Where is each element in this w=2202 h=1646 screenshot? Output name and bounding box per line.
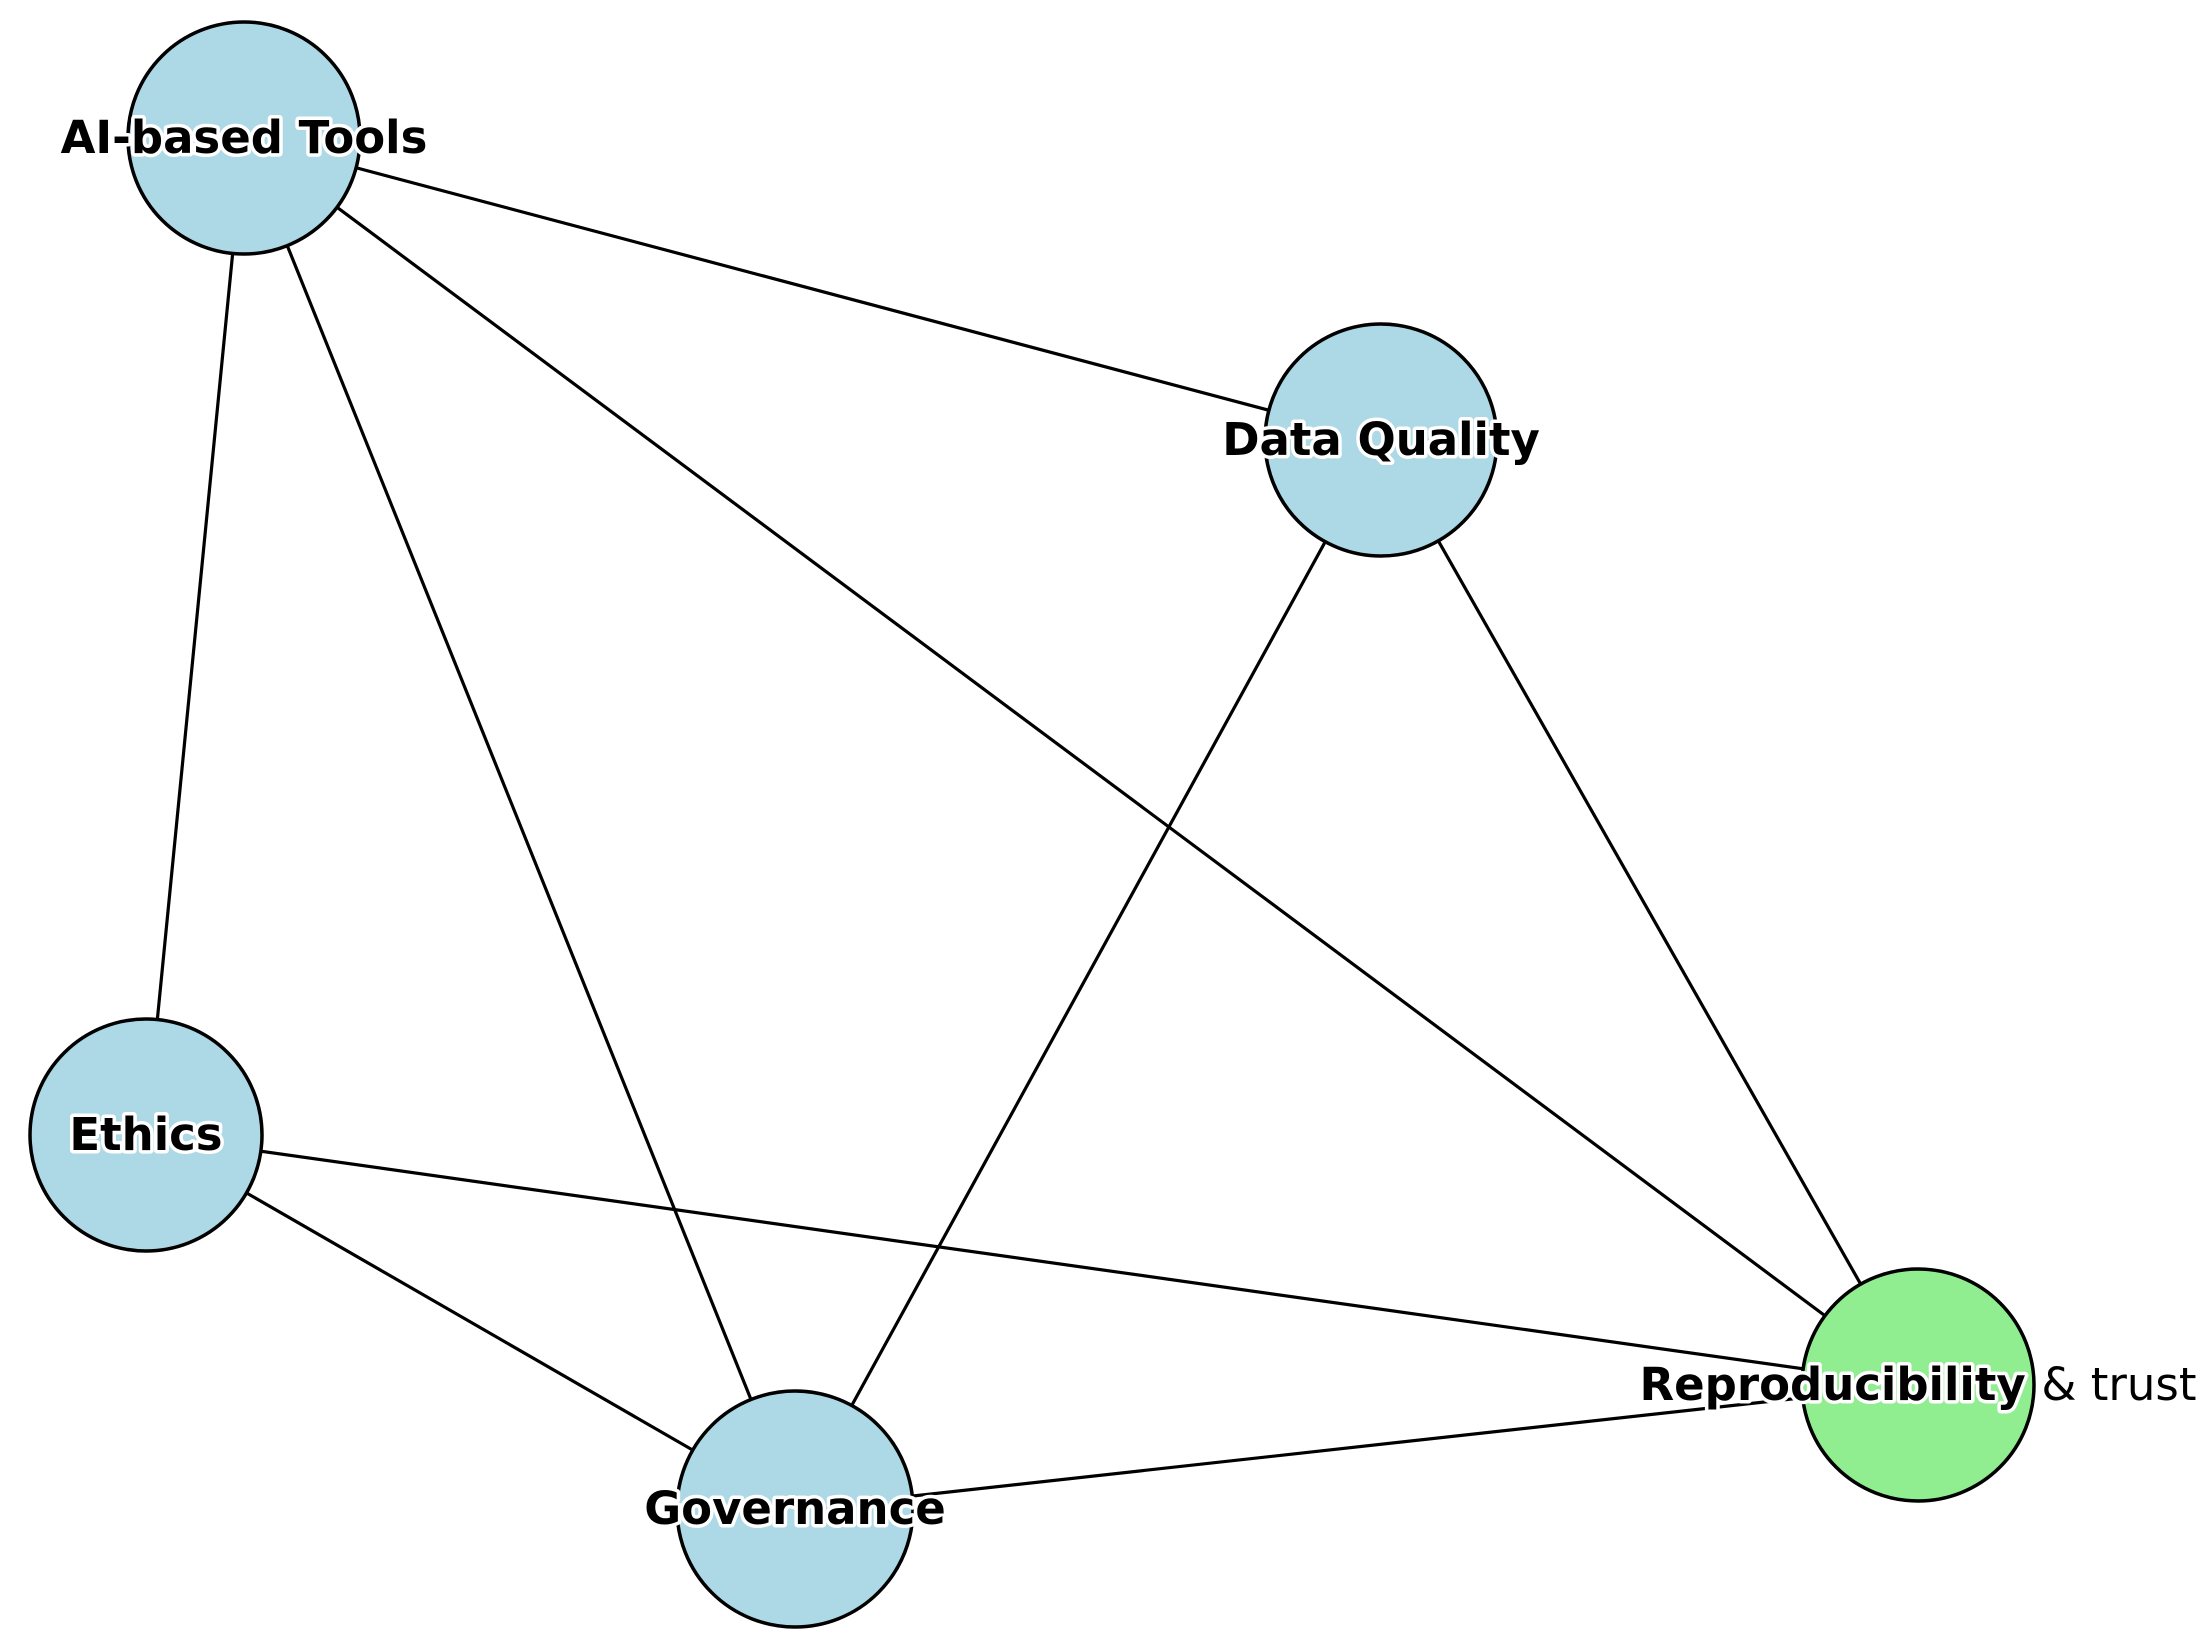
edge-ethics-reproducibility_trust <box>145 1133 1919 1387</box>
edge-ai_tools-governance <box>242 137 797 1510</box>
node-reproducibility_trust <box>1800 1267 2036 1503</box>
node-label-governance: Governance <box>644 1482 946 1535</box>
node-ai_tools <box>126 20 362 256</box>
node-label-reproducibility_trust: Reproducibility & trust <box>1640 1358 2197 1411</box>
node-data_quality <box>1263 322 1499 558</box>
node-governance <box>675 1389 915 1629</box>
edge-data_quality-reproducibility_trust <box>1379 439 1920 1386</box>
edge-ethics-governance <box>145 1133 796 1511</box>
edge-governance-reproducibility_trust <box>794 1383 1919 1511</box>
edge-ai_tools-data_quality <box>243 136 1382 442</box>
edge-data_quality-governance <box>793 439 1383 1510</box>
node-ethics <box>28 1017 264 1253</box>
node-label-data_quality: Data Quality <box>1222 413 1540 466</box>
edge-ai_tools-reproducibility_trust <box>243 136 1919 1387</box>
edge-layer <box>144 136 1920 1511</box>
node-label-ai_tools: AI-based Tools <box>61 111 428 164</box>
node-layer <box>28 20 2036 1629</box>
edge-ai_tools-ethics <box>144 137 246 1136</box>
node-label-ethics: Ethics <box>69 1108 222 1161</box>
